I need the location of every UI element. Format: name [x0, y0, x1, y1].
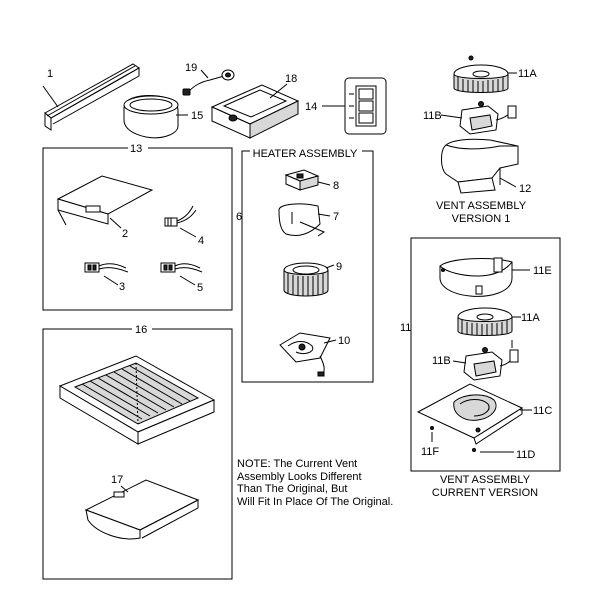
label-5: 5 [197, 282, 203, 294]
part-4-connector [164, 205, 197, 238]
label-13: 13 [130, 143, 142, 155]
replacement-note: NOTE: The Current Vent Assembly Looks Di… [237, 458, 427, 508]
label-11: 11 [400, 322, 411, 334]
part-5-connector [160, 262, 203, 286]
vent-v1-title-line1: VENT ASSEMBLY [436, 200, 527, 212]
vent-v1-blower-wheel [453, 55, 517, 93]
label-11a: 11A [521, 312, 540, 324]
part-7-heater-shroud [278, 203, 331, 237]
part-8-thermal-switch [284, 169, 331, 191]
label-19: 19 [185, 62, 197, 74]
note-line-1: NOTE: The Current Vent [237, 458, 358, 470]
label-9: 9 [336, 261, 342, 273]
label-16: 16 [135, 324, 147, 336]
label-11f: 11F [421, 446, 439, 458]
label-4: 4 [198, 235, 204, 247]
part-17-lens [84, 479, 200, 540]
part-11d-screw [472, 448, 514, 453]
part-2-mounting-plate [56, 175, 154, 229]
group-box-11 [410, 237, 561, 472]
part-19-cord [182, 69, 235, 96]
note-line-3: Than The Original, But [237, 483, 348, 495]
part-12-scroll-housing [441, 138, 519, 194]
vent-current-title-line1: VENT ASSEMBLY [440, 474, 531, 486]
group-box-13 [42, 147, 233, 311]
label-11e: 11E [533, 265, 552, 277]
label-11a-top: 11A [518, 68, 537, 80]
label-1: 1 [47, 68, 53, 80]
part-11e-housing-band [439, 257, 530, 297]
part-1-rail [42, 63, 140, 131]
label-18: 18 [285, 73, 297, 85]
label-11c: 11C [533, 405, 552, 417]
label-11b-top: 11B [423, 110, 442, 122]
part-11f-screw [430, 426, 434, 442]
label-6: 6 [236, 211, 242, 223]
label-11d: 11D [516, 449, 535, 461]
label-11b: 11B [432, 355, 451, 367]
label-2: 2 [122, 228, 128, 240]
part-10-heater-element [279, 332, 337, 377]
heater-assembly-title: HEATER ASSEMBLY [253, 148, 358, 160]
note-line-4: Will Fit In Place Of The Original. [237, 495, 394, 508]
label-7: 7 [333, 211, 339, 223]
part-11c-mounting-plate [416, 383, 532, 445]
part-16-grille [58, 355, 216, 445]
label-12: 12 [519, 183, 531, 195]
vent-v1-title-line2: VERSION 1 [452, 213, 511, 225]
vent-v1-motor [440, 101, 517, 135]
part-18-housing [210, 83, 300, 139]
label-10: 10 [338, 335, 350, 347]
part-11b-motor [452, 340, 519, 381]
part-14-wall-switch [322, 77, 387, 135]
part-11a-blower-wheel [457, 307, 521, 336]
label-8: 8 [333, 180, 339, 192]
vent-current-title-line2: CURRENT VERSION [432, 487, 538, 499]
part-3-connector [84, 262, 129, 286]
part-9-heater-wheel [283, 262, 335, 297]
label-15: 15 [191, 110, 203, 122]
label-17: 17 [111, 474, 123, 486]
part-15-duct-connector [123, 95, 188, 139]
label-14: 14 [305, 101, 317, 113]
label-3: 3 [119, 281, 125, 293]
note-line-2: Assembly Looks Different [237, 470, 362, 483]
